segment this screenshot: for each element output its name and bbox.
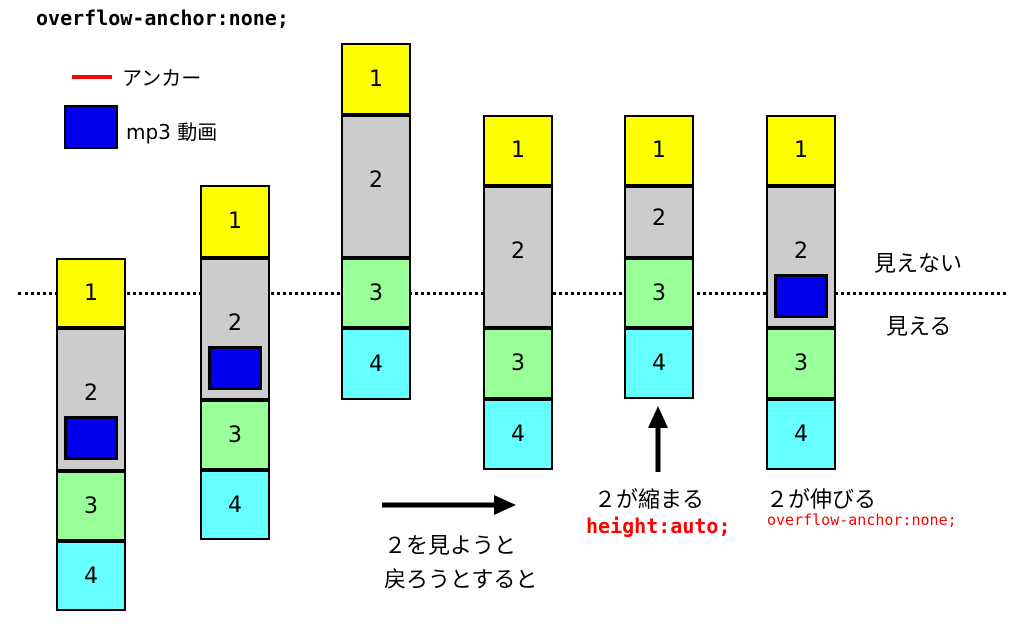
block-3: 3 <box>483 328 553 399</box>
block-2: 2 <box>341 115 411 258</box>
scroll-back-caption-line2: 戻ろうとすると <box>384 568 538 593</box>
block-1: 1 <box>766 115 836 186</box>
visible-label: 見える <box>886 315 952 340</box>
block-4: 4 <box>56 541 126 611</box>
block-1: 1 <box>200 185 270 258</box>
block-2: 2 <box>483 186 553 328</box>
diagram-title: overflow-anchor:none; <box>36 6 289 30</box>
anchor-legend-label: アンカー <box>122 66 202 90</box>
mp3-video-box <box>774 274 828 318</box>
block-4: 4 <box>483 399 553 470</box>
anchor-legend-line <box>72 75 112 79</box>
block-1: 1 <box>483 115 553 186</box>
shrink-code: height:auto; <box>586 514 731 538</box>
block-3: 3 <box>624 258 694 328</box>
block-3: 3 <box>200 400 270 470</box>
grow-code: overflow-anchor:none; <box>767 511 957 529</box>
block-4: 4 <box>624 328 694 399</box>
block-1: 1 <box>56 258 126 328</box>
invisible-label: 見えない <box>874 252 963 277</box>
media-legend-swatch <box>64 105 118 149</box>
shrink-up-arrow <box>648 406 668 472</box>
block-4: 4 <box>766 399 836 470</box>
block-2: 2 <box>624 186 694 258</box>
block-4: 4 <box>200 470 270 540</box>
block-4: 4 <box>341 328 411 400</box>
block-1: 1 <box>624 115 694 186</box>
block-1: 1 <box>341 43 411 115</box>
scroll-direction-arrow <box>382 495 516 515</box>
block-3: 3 <box>766 328 836 399</box>
mp3-video-box <box>208 346 262 390</box>
grow-caption: ２が伸びる <box>766 488 877 513</box>
block-3: 3 <box>56 471 126 541</box>
block-3: 3 <box>341 258 411 328</box>
scroll-back-caption-line1: ２を見ようと <box>384 534 517 559</box>
media-legend-label: mp3 動画 <box>126 120 218 144</box>
mp3-video-box <box>64 416 118 460</box>
shrink-caption: ２が縮まる <box>594 488 705 513</box>
